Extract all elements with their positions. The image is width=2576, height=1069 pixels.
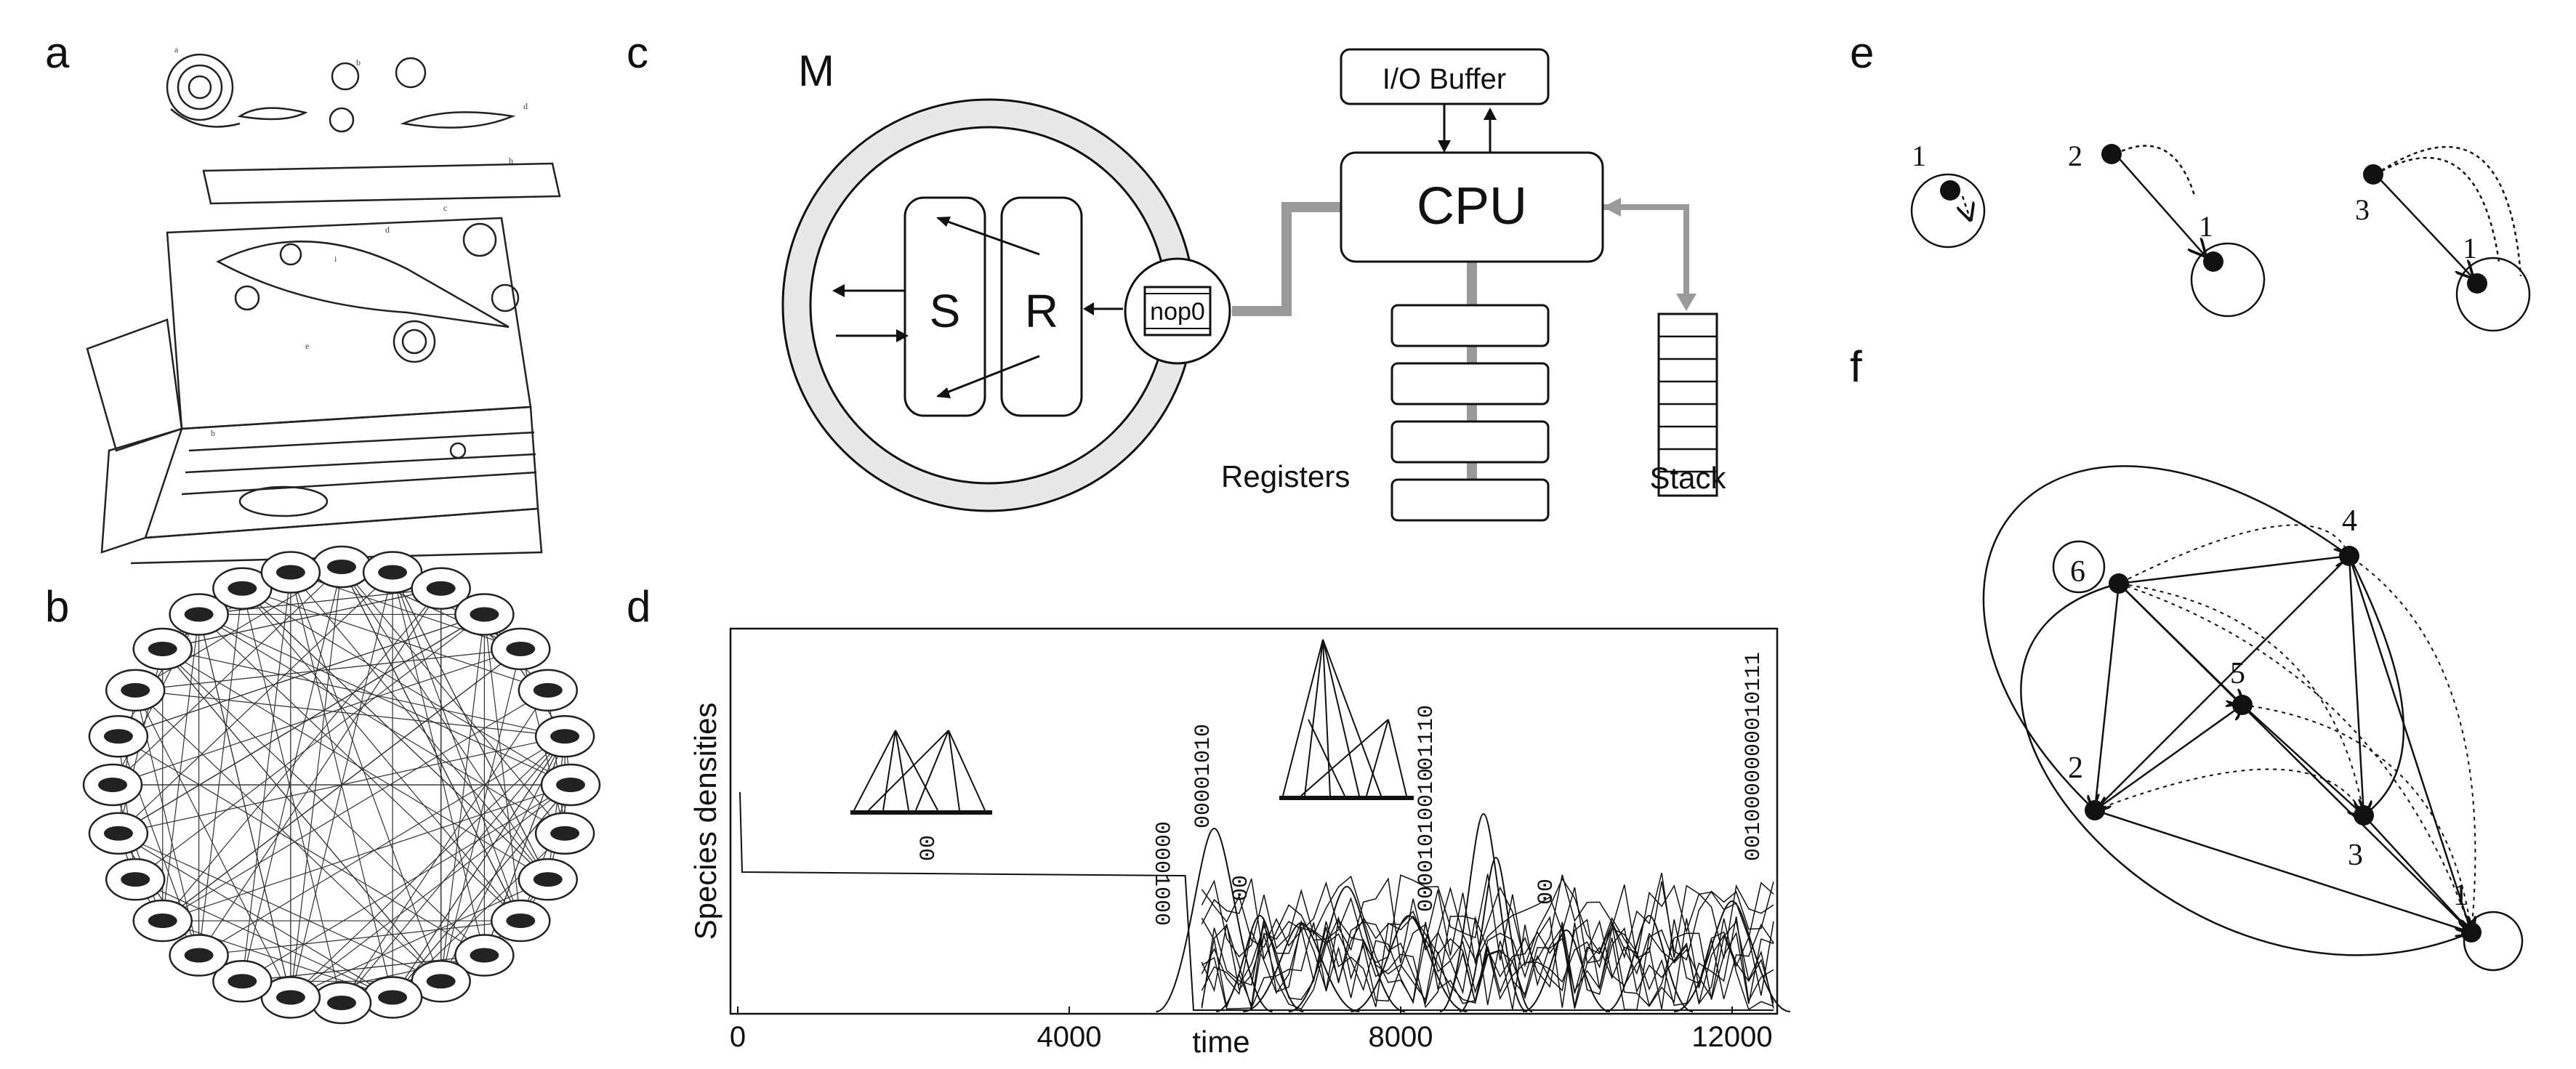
graph-f-edge bbox=[2094, 705, 2242, 812]
cpu-label: CPU bbox=[1417, 177, 1527, 235]
graph-e-node-2 bbox=[2101, 144, 2122, 164]
cpu-box bbox=[1340, 151, 1604, 263]
panel-label-e: e bbox=[1850, 28, 1875, 77]
species-series-line bbox=[1201, 872, 1774, 964]
graph-f-label-6: 6 bbox=[2070, 555, 2085, 589]
graph-e-label-2: 2 bbox=[2068, 140, 2082, 172]
x-tick-label: 0 bbox=[730, 1021, 746, 1053]
species-series-line bbox=[1201, 916, 1774, 1010]
graph-e-label-1: 1 bbox=[1912, 140, 1926, 172]
graph-f-label-1: 1 bbox=[2453, 879, 2468, 912]
graph-f-edge bbox=[2242, 704, 2472, 933]
graph-f-edge bbox=[1982, 465, 2350, 811]
graph-f-edge bbox=[2118, 583, 2471, 932]
graph-e-label-4: 3 bbox=[2355, 193, 2370, 226]
graph-f-edge bbox=[2463, 911, 2524, 972]
s-block bbox=[903, 196, 986, 417]
y-axis-label: Species densities bbox=[688, 703, 723, 940]
graph-f-edge bbox=[2020, 582, 2472, 956]
x-axis-label: time bbox=[1192, 1025, 1249, 1059]
r-block bbox=[1000, 196, 1083, 417]
species-series-line bbox=[1439, 812, 1528, 1012]
annotation-7: 00 bbox=[1534, 879, 1559, 905]
phylogeny-inset-1 bbox=[850, 730, 992, 815]
register-3 bbox=[1390, 420, 1550, 464]
species-series-line bbox=[1201, 915, 1774, 1009]
species-series-line bbox=[1522, 929, 1611, 1012]
graph-f-edge bbox=[2094, 809, 2471, 932]
graph-f-node-3 bbox=[2354, 805, 2374, 826]
graph-f-edge bbox=[2095, 583, 2120, 810]
stack-label: Stack bbox=[1649, 461, 1726, 495]
graph-f-label-2: 2 bbox=[2068, 751, 2083, 785]
x-tick-label: 4000 bbox=[1037, 1021, 1102, 1053]
graph-f-edge bbox=[2095, 555, 2350, 810]
annotation-1: 00 bbox=[917, 835, 941, 861]
graph-f-edge bbox=[2363, 815, 2471, 932]
graph-f-edge bbox=[2052, 540, 2106, 594]
graph-f-edge bbox=[2348, 555, 2471, 932]
panel-label-b: b bbox=[45, 582, 70, 631]
species-series-line bbox=[1201, 917, 1774, 1009]
graph-e-label-5: 1 bbox=[2463, 232, 2477, 265]
graph-f-node-2 bbox=[2085, 800, 2105, 820]
phylogeny-inset-2 bbox=[1279, 639, 1414, 800]
species-series-line bbox=[1673, 900, 1791, 1012]
annotation-4: 00 bbox=[1229, 875, 1254, 901]
s-label: S bbox=[930, 285, 961, 337]
graph-f-label-4: 4 bbox=[2342, 504, 2357, 538]
graph-f-edge bbox=[2242, 704, 2364, 815]
species-series-line bbox=[1201, 874, 1774, 968]
annotation-5: 00001010010 bbox=[1414, 768, 1439, 912]
x-tick-label: 8000 bbox=[1369, 1021, 1433, 1053]
graph-f-edge bbox=[2118, 583, 2472, 933]
graph-f-label-3: 3 bbox=[2348, 839, 2363, 872]
species-series-line bbox=[1201, 915, 1774, 1011]
graph-f-edge bbox=[2348, 555, 2364, 815]
x-tick-label: 12000 bbox=[1691, 1021, 1772, 1053]
nop0-label: nop0 bbox=[1150, 298, 1205, 326]
graph-e-node-1c bbox=[2467, 273, 2487, 294]
species-series-line bbox=[1202, 919, 1774, 1010]
register-4 bbox=[1390, 478, 1550, 522]
panel-label-d: d bbox=[627, 582, 651, 631]
memory-label: M bbox=[798, 47, 834, 95]
panel-label-f: f bbox=[1850, 342, 1862, 391]
graph-f-label-5: 5 bbox=[2230, 657, 2245, 690]
graph-e-node-1b bbox=[2203, 251, 2223, 272]
graph-f-edge bbox=[2348, 555, 2405, 817]
register-1 bbox=[1390, 304, 1550, 347]
graph-f-node-1 bbox=[2461, 922, 2482, 943]
graph-f-node-6 bbox=[2109, 573, 2129, 594]
io-buffer-label: I/O Buffer bbox=[1382, 63, 1506, 95]
graph-e-label-3: 1 bbox=[2199, 210, 2213, 243]
graph-f-edge bbox=[2094, 555, 2350, 811]
graph-f-edge bbox=[2118, 524, 2350, 584]
registers-label: Registers bbox=[1221, 459, 1350, 493]
annotation-3: 00001010 bbox=[1191, 724, 1216, 828]
annotation-8: 0010000000010111 bbox=[1742, 652, 1766, 861]
plot-frame bbox=[729, 627, 1779, 1015]
graph-e-node-1 bbox=[1940, 180, 1960, 201]
graph-f-edge bbox=[2348, 555, 2476, 933]
graph-f-node-5 bbox=[2232, 695, 2253, 715]
panel-label-c: c bbox=[627, 28, 648, 77]
annotation-6: 01110 bbox=[1414, 705, 1439, 770]
graph-e-node-3 bbox=[2363, 164, 2383, 185]
graph-f-edge bbox=[2118, 556, 2349, 585]
r-label: R bbox=[1025, 285, 1058, 337]
species-series-line bbox=[739, 791, 1774, 1011]
annotation-2: 00001000 bbox=[1148, 821, 1173, 926]
register-2 bbox=[1390, 362, 1550, 406]
graph-f-node-4 bbox=[2339, 546, 2359, 566]
graph-f-edge bbox=[2094, 768, 2364, 816]
species-series-line bbox=[1201, 875, 1774, 965]
panel-label-a: a bbox=[45, 28, 70, 77]
